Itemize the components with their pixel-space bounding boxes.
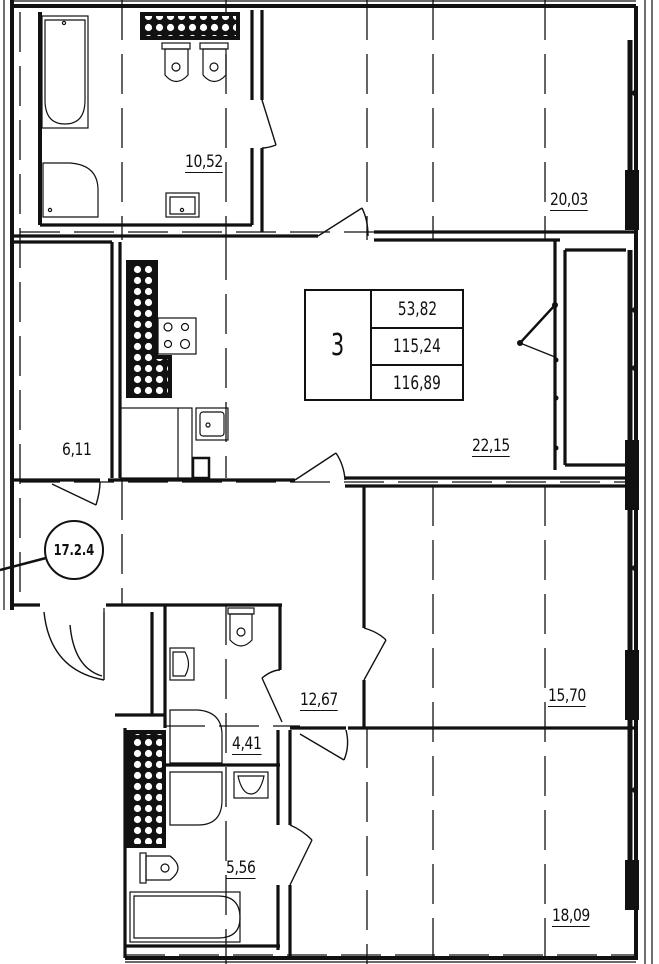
room-area-wc: 4,41	[232, 734, 262, 755]
apartment-tag: 17.2.4	[44, 520, 104, 580]
apartment-summary-table: 3 53,82 115,24 116,89	[304, 289, 464, 401]
outer-walls	[10, 0, 638, 960]
axis-lines	[19, 0, 636, 964]
room-area-bedroom-top: 20,03	[550, 190, 588, 211]
radiators	[126, 12, 240, 848]
room-area-bedroom-middle: 15,70	[548, 686, 586, 707]
rooms-count: 3	[306, 291, 372, 399]
total-area-value: 115,24	[372, 328, 462, 366]
interior-walls	[12, 10, 636, 958]
room-area-bathroom-1: 10,52	[185, 152, 223, 173]
room-area-hallway: 12,67	[300, 690, 338, 711]
doors	[43, 99, 556, 886]
room-area-bedroom-bottom: 18,09	[552, 906, 590, 927]
living-area-value: 53,82	[372, 291, 462, 329]
total-area-with-balcony-value: 116,89	[393, 372, 441, 394]
room-area-storage: 6,11	[62, 440, 92, 460]
room-area-kitchen-living: 22,15	[472, 436, 510, 457]
room-area-bathroom-2: 5,56	[226, 858, 256, 879]
tag-leader	[0, 556, 47, 572]
